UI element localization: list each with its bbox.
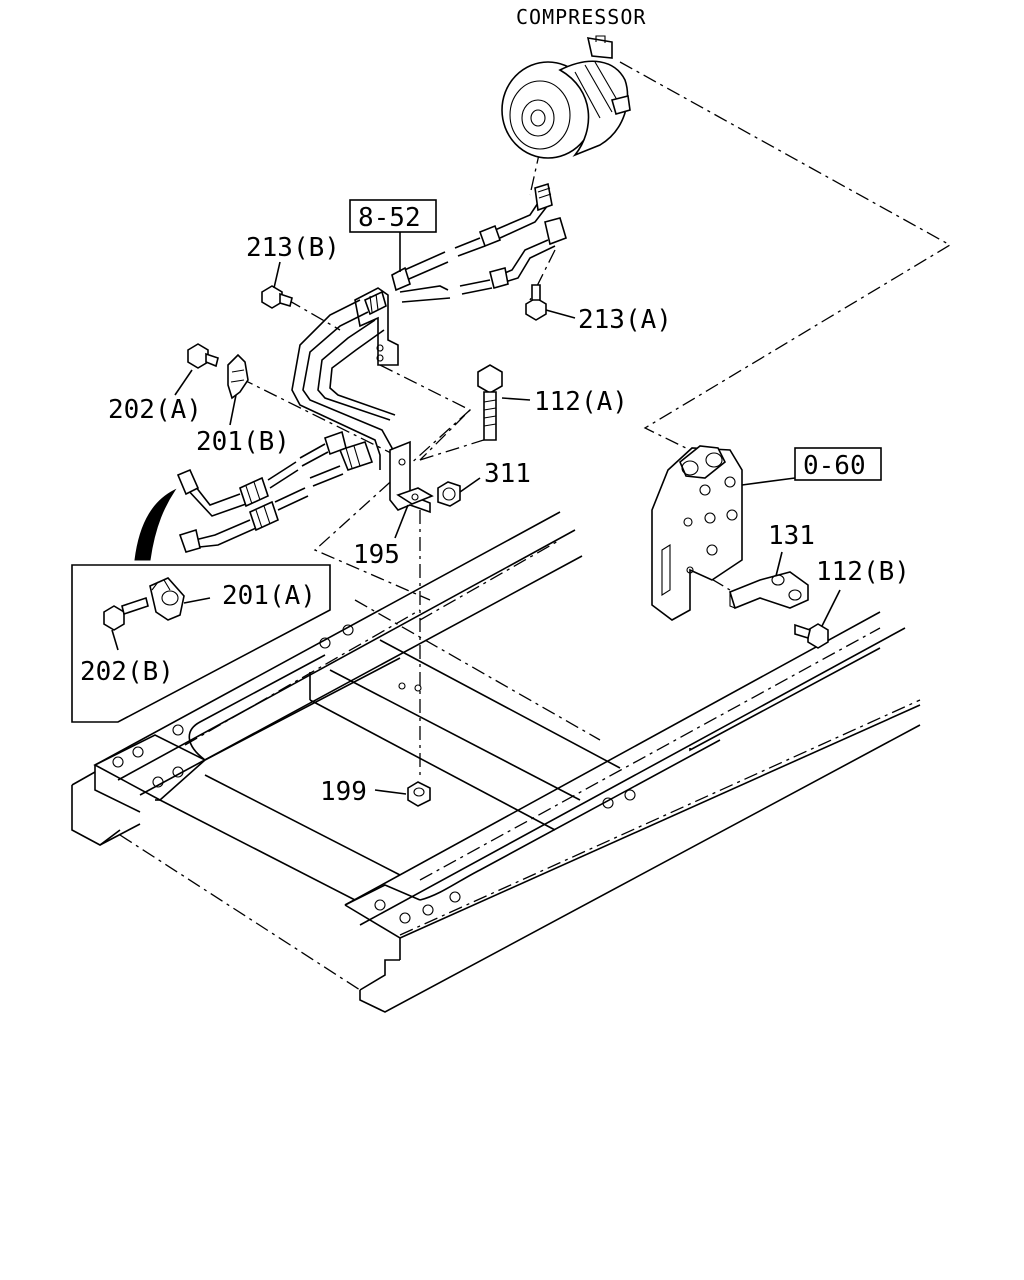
label-201b: 201(B) (196, 427, 290, 457)
label-112a: 112(A) (534, 387, 628, 417)
fasteners (187, 284, 829, 807)
compressor-bracket (651, 445, 743, 621)
label-ref-0-60: 0-60 (803, 451, 866, 481)
label-compressor: COMPRESSOR (516, 5, 646, 29)
ref-box-8-52 (349, 199, 437, 233)
refrigerant-hoses (176, 182, 567, 553)
label-311: 311 (484, 459, 531, 489)
bracket-195 (389, 440, 461, 514)
label-213b: 213(B) (246, 233, 340, 263)
label-199: 199 (320, 777, 367, 807)
label-112b: 112(B) (816, 557, 910, 587)
label-202b: 202(B) (80, 657, 174, 687)
part-labels: COMPRESSOR 8-52 0-60 213(B) 213(A) 202(A… (80, 5, 910, 807)
label-131: 131 (768, 521, 815, 551)
compressor-unit (501, 35, 631, 159)
label-ref-8-52: 8-52 (358, 203, 421, 233)
label-213a: 213(A) (578, 305, 672, 335)
label-201a: 201(A) (222, 581, 316, 611)
chassis-frame (71, 511, 921, 1013)
detail-inset (71, 488, 331, 723)
label-195: 195 (353, 540, 400, 570)
label-leaders (111, 230, 841, 795)
bracket-131 (729, 571, 809, 610)
label-202a: 202(A) (108, 395, 202, 425)
ref-box-0-60 (794, 447, 882, 481)
reference-lines (239, 61, 952, 780)
